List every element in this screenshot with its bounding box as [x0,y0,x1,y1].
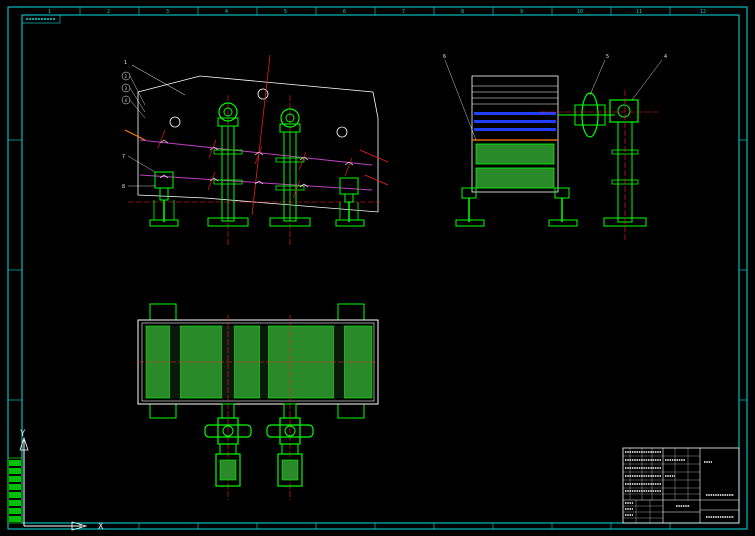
drawing-frame [7,6,748,530]
balloon-6: 6 [443,54,446,60]
blue-band [474,128,556,131]
grid-col-8: 8 [461,9,464,15]
exciter-column-right [269,108,311,227]
plan-view [137,303,379,500]
front-view: 1 2 3 4 7 8 [121,54,389,245]
grid-col-12: 12 [700,9,706,15]
deck-clips [159,139,354,188]
blue-band [474,112,556,115]
spring-support-left [149,171,179,227]
drive-unit-left [204,403,252,487]
grid-col-3: 3 [166,9,169,15]
screen-body-outline [137,75,379,213]
body-hole [169,116,181,128]
body-hole [257,88,269,100]
ucs-axis-icon: X Y [19,429,104,532]
balloon-1: 1 [124,60,127,66]
body-hole [336,126,348,138]
balloon-3: 3 [125,86,128,91]
discharge-line [364,174,389,186]
grid-col-1: 1 [48,9,51,15]
exciter-column-left [207,102,249,227]
grid-col-4: 4 [225,9,228,15]
mesh-panel-upper [475,143,555,165]
front-view-balloons: 1 2 3 4 7 8 [121,60,186,190]
centerline [251,54,271,216]
grid-column-labels: 1 2 3 4 5 6 7 8 9 10 11 12 [48,9,706,15]
title-block [622,447,740,524]
grid-col-5: 5 [284,9,287,15]
grid-col-9: 9 [520,9,523,15]
screen-box-outline [471,75,559,193]
balloon-7: 7 [122,154,125,160]
ucs-x-label: X [98,522,104,532]
side-view: 6 5 4 [443,54,667,240]
grid-col-7: 7 [402,9,405,15]
drive-unit-right [266,403,314,487]
feed-lip [124,129,146,141]
balloon-4: 4 [125,98,128,103]
balloon-2: 2 [125,74,128,79]
side-view-balloons: 6 5 4 [443,54,667,141]
balloon-5: 5 [606,54,609,60]
hatch-marks [157,129,353,199]
balloon-8: 8 [122,184,125,190]
upper-deck [139,139,373,166]
drive-motor-side [540,90,660,240]
left-margin-stamp [7,457,23,524]
mesh-panel-lower [475,167,555,189]
grid-col-2: 2 [107,9,110,15]
frame-corner-tag [21,14,61,24]
grid-col-10: 10 [577,9,583,15]
ucs-y-label: Y [20,429,26,439]
discharge-line [359,149,389,163]
spring-support-right [335,177,365,227]
grid-col-11: 11 [636,9,642,15]
balloon-4-side: 4 [664,54,667,60]
grid-col-6: 6 [343,9,346,15]
blue-band [474,120,556,123]
